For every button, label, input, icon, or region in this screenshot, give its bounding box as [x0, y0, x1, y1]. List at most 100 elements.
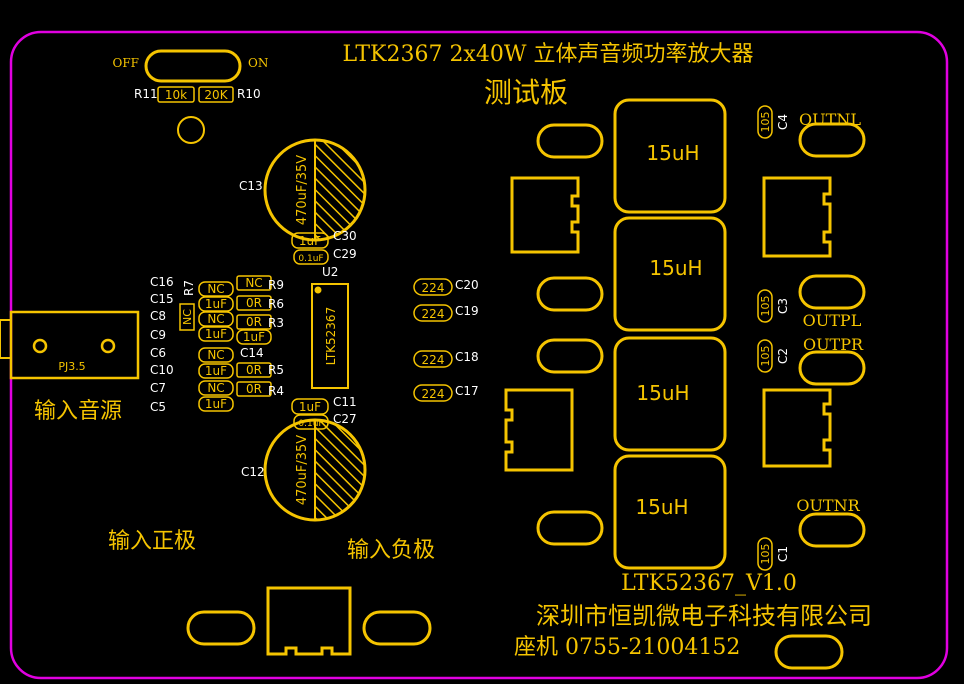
ref-c6: C6 — [150, 346, 166, 360]
c13-ref: C13 — [239, 179, 263, 193]
input-negative-label: 输入负极 — [347, 538, 435, 563]
terminal-connector-left-bottom — [504, 388, 574, 472]
ref-r4: R4 — [268, 384, 284, 398]
right-part-r4-value: 0R — [246, 382, 262, 396]
ic-u2-outline — [311, 283, 349, 389]
terminal-connector-right-bottom — [762, 388, 832, 468]
svg-text:C4: C4 — [776, 114, 790, 130]
cap-c20-value: 224 — [422, 281, 445, 295]
ic-ref: U2 — [322, 265, 338, 279]
c30-box — [291, 232, 329, 249]
input-audio-label: 输入音源 — [34, 399, 122, 424]
jack-label: PJ3.5 — [58, 360, 85, 373]
right-part-r9 — [236, 275, 272, 291]
left-part-3 — [198, 311, 234, 327]
outpr-pad — [798, 350, 866, 386]
board-version: LTK52367_V1.0 — [621, 571, 797, 596]
outnl-label: OUTNL — [799, 110, 861, 129]
input-pos-pad — [186, 610, 256, 646]
left-part-2 — [198, 296, 234, 312]
company-phone: 座机 0755-21004152 — [514, 635, 740, 660]
switch-off-label: OFF — [113, 56, 140, 70]
mounting-hole-icon — [177, 116, 205, 144]
c11-box — [291, 398, 329, 415]
left-part-4-value: 1uF — [205, 327, 227, 341]
svg-text:105: 105 — [759, 296, 772, 317]
ref-c10: C10 — [150, 363, 174, 377]
ref-c16: C16 — [150, 275, 174, 289]
ref-c7: C7 — [150, 381, 166, 395]
c27-box-value: 0.1uF — [298, 419, 323, 429]
terminal-connector-right-top — [762, 176, 832, 258]
inductor-3-value: 15uH — [636, 381, 689, 405]
c29-ref: C29 — [333, 247, 357, 261]
right-part-r6-value: 0R — [246, 296, 262, 310]
ref-c19: C19 — [455, 304, 479, 318]
c11-ref: C11 — [333, 395, 357, 409]
c12-value: 470uF/35V — [295, 435, 310, 505]
inductor-3 — [613, 336, 727, 452]
cap-c19-value: 224 — [422, 307, 445, 321]
right-part-r9-value: NC — [245, 276, 262, 290]
ref-c18: C18 — [455, 350, 479, 364]
ref-r9: R9 — [268, 278, 284, 292]
left-part-8 — [198, 396, 234, 412]
left-part-7-value: NC — [207, 381, 224, 395]
ref-r3: R3 — [268, 316, 284, 330]
outnr-pad — [798, 512, 866, 548]
input-neg-pad — [362, 610, 432, 646]
ref-c17: C17 — [455, 384, 479, 398]
c12-ref: C12 — [241, 465, 265, 479]
svg-text:105: 105 — [759, 346, 772, 367]
left-part-5-value: NC — [207, 348, 224, 362]
left-part-1 — [198, 281, 234, 297]
r10-box-value: 20K — [204, 88, 228, 102]
jack-hole-icon — [32, 338, 48, 354]
pad-pill-1 — [536, 123, 604, 159]
svg-text:C2: C2 — [776, 348, 790, 364]
left-part-8-value: 1uF — [205, 397, 227, 411]
inductor-2-value: 15uH — [649, 256, 702, 280]
right-part-r5-value: 0R — [246, 363, 262, 377]
right-part-r3-value: 0R — [246, 315, 262, 329]
outpl-label: OUTPL — [803, 311, 862, 330]
inductor-1 — [613, 98, 727, 214]
cap-c18 — [413, 350, 453, 368]
pin1-dot-icon — [314, 286, 322, 294]
c30-box-value: 1uF — [299, 234, 321, 248]
ref-c5: C5 — [150, 400, 166, 414]
ref-c14: C14 — [240, 346, 264, 360]
cap-c17-value: 224 — [422, 387, 445, 401]
ref-r6: R6 — [268, 297, 284, 311]
ref-c15: C15 — [150, 292, 174, 306]
pad-pill-2 — [536, 276, 604, 312]
ref-r5: R5 — [268, 363, 284, 377]
cap-c17 — [413, 384, 453, 402]
inductor-4-value: 15uH — [635, 495, 688, 519]
r7-ref: R7 — [182, 280, 196, 296]
left-part-7 — [198, 380, 234, 396]
inductor-2 — [613, 216, 727, 332]
board-title: LTK2367 2x40W 立体声音频功率放大器 — [343, 42, 754, 67]
r10-box — [198, 86, 234, 103]
svg-text:C1: C1 — [776, 546, 790, 562]
svg-text:105: 105 — [759, 112, 772, 133]
c13-value: 470uF/35V — [295, 155, 310, 225]
r11-ref: R11 — [134, 87, 158, 101]
right-part-c14-value: 1uF — [243, 330, 265, 344]
right-part-r6 — [236, 295, 272, 311]
c29-box — [293, 249, 329, 265]
inductor-4 — [613, 454, 727, 570]
outnr-label: OUTNR — [796, 496, 860, 515]
right-part-r3 — [236, 314, 272, 330]
svg-text:105: 105 — [759, 544, 772, 565]
r11-box-value: 10k — [165, 88, 187, 102]
cap-c18-value: 224 — [422, 353, 445, 367]
input-positive-label: 输入正极 — [108, 529, 196, 554]
cap-c19 — [413, 304, 453, 322]
left-part-6-value: 1uF — [205, 364, 227, 378]
